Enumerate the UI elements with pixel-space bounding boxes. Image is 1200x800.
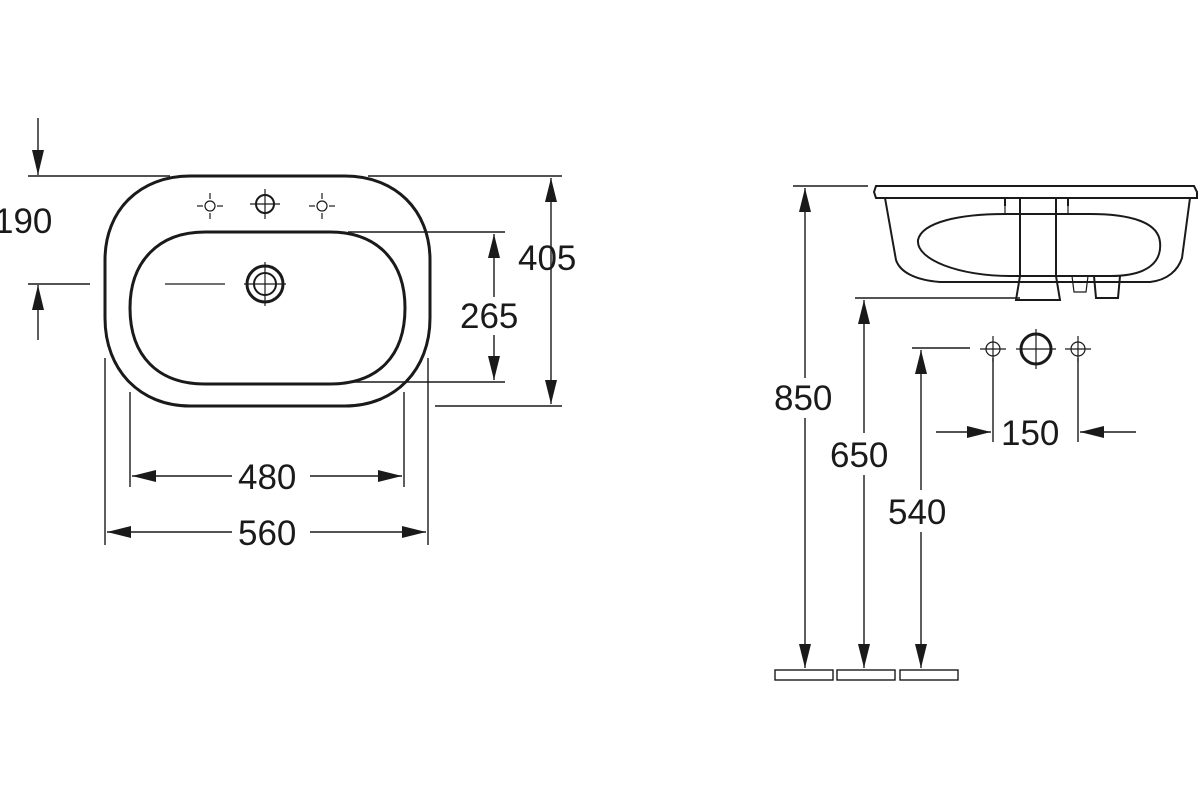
dim-850-label: 850 xyxy=(774,379,832,418)
drain-hole xyxy=(244,262,286,306)
dim-480: 480 xyxy=(129,392,405,497)
tap-right-icon xyxy=(308,192,336,220)
dim-265-label: 265 xyxy=(460,297,518,336)
top-view: 190 405 265 480 xyxy=(0,118,576,553)
tap-center-icon xyxy=(249,188,281,220)
dim-540: 540 xyxy=(888,347,970,668)
basin-side-drain xyxy=(1014,198,1062,301)
dim-480-label: 480 xyxy=(238,458,296,497)
dim-190-label: 190 xyxy=(0,202,52,241)
basin-side-flange xyxy=(872,185,1198,199)
dim-650-label: 650 xyxy=(830,436,888,475)
dim-190: 190 xyxy=(0,118,170,340)
dim-150-label: 150 xyxy=(1001,414,1059,453)
dim-150: 150 xyxy=(936,358,1136,453)
basin-side-body xyxy=(884,197,1191,283)
basin-outer-rim xyxy=(103,174,432,408)
dim-405: 405 xyxy=(368,175,576,407)
basin-side-bowl xyxy=(916,213,1162,277)
dim-560: 560 xyxy=(104,358,429,553)
dim-560-label: 560 xyxy=(238,514,296,553)
basin-inner-bowl xyxy=(128,230,407,386)
tap-left-icon xyxy=(196,192,224,220)
dim-540-label: 540 xyxy=(888,493,946,532)
dim-650: 650 xyxy=(830,297,1020,668)
dim-850: 850 xyxy=(774,185,868,668)
floor-line xyxy=(774,669,959,681)
tap-hole-center-icon xyxy=(1016,329,1056,369)
dim-265: 265 xyxy=(348,231,518,383)
dim-405-label: 405 xyxy=(518,239,576,278)
side-view: 850 650 540 xyxy=(774,185,1198,681)
